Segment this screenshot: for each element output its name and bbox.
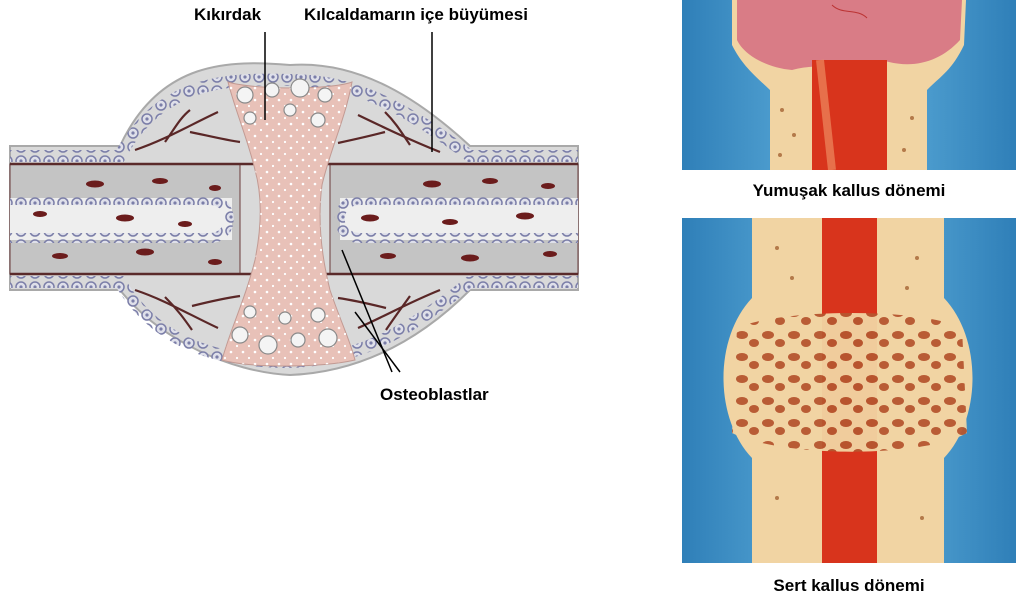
soft-callus-illustration bbox=[682, 0, 1016, 170]
cartilage-label: Kıkırdak bbox=[194, 5, 261, 25]
hard-callus-caption: Sert kallus dönemi bbox=[682, 576, 1016, 596]
fracture-callus-diagram bbox=[0, 0, 600, 601]
osteoblasts-label: Osteoblastlar bbox=[380, 385, 489, 405]
capillary-ingrowth-label: Kılcaldamarın içe büyümesi bbox=[304, 5, 528, 25]
hard-callus-illustration bbox=[682, 218, 1016, 563]
soft-callus-caption: Yumuşak kallus dönemi bbox=[682, 181, 1016, 201]
